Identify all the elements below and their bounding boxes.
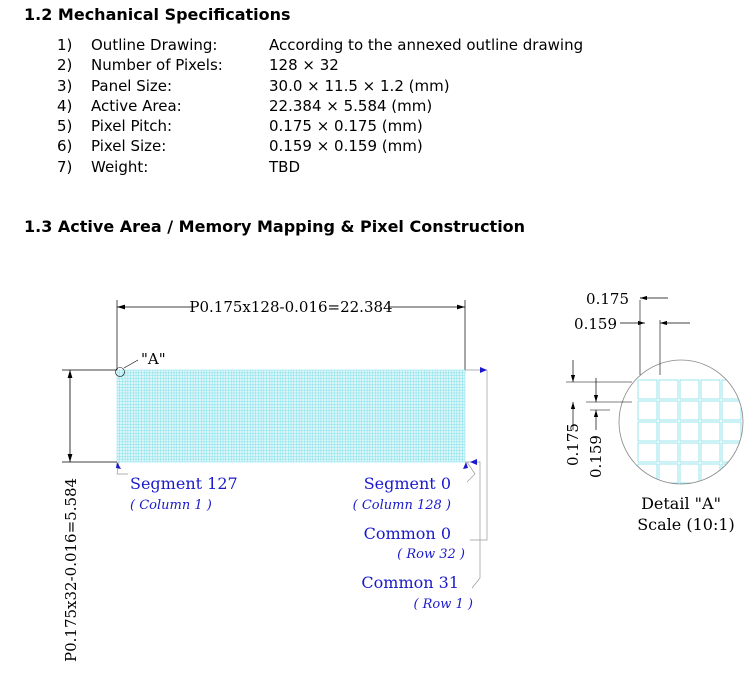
detail-pixel [679,400,700,421]
detail-pixel [700,442,721,463]
detail-magnified-pixels [637,379,743,504]
detail-scale: Scale (10:1) [637,515,735,534]
detail-pixel [637,379,658,400]
detail-pixel [722,485,741,504]
spec-value: 0.175 × 0.175 (mm) [269,117,423,136]
common-31-arrowhead [470,459,477,465]
spec-num: 1) [57,36,73,54]
pixel-grid-lines [116,369,466,463]
spec-label: Pixel Pitch: [91,117,173,136]
detail-size-side-label: 0.159 [587,435,605,478]
detail-pitch-top-label: 0.175 [586,290,629,308]
detail-pixel [658,463,679,484]
segment-0-label: Segment 0 [364,474,451,493]
spec-value: TBD [269,157,301,176]
segment-0-sublabel: ( Column 128 ) [353,498,451,513]
segment-127-arrowhead [116,462,121,469]
spec-label: Outline Drawing: [91,36,218,54]
detail-pixel [721,379,742,400]
detail-a-label: "A" [141,350,166,368]
detail-pixel [637,463,658,484]
spec-label: Pixel Size: [91,137,167,156]
spec-label: Active Area: [91,96,182,115]
detail-pixel [658,442,679,463]
common-0-arrowhead [480,367,487,373]
spec-value: 128 × 32 [269,56,339,75]
spec-num: 5) [57,117,73,136]
spec-num: 2) [57,56,73,75]
width-dimension: P0.175x128-0.016=22.384 [189,298,392,316]
detail-a-leader [123,359,139,369]
common-31-pointer [465,461,481,589]
detail-pixel [658,421,679,442]
common-0-label: Common 0 [364,524,451,543]
detail-pixel [721,421,742,442]
detail-circle [618,359,744,485]
spec-label: Number of Pixels: [91,56,223,75]
detail-pixel [700,379,721,400]
pixel-grid [116,369,466,463]
spec-num: 6) [57,137,73,156]
detail-pixel [700,463,721,484]
spec-value: 30.0 × 11.5 × 1.2 (mm) [269,76,450,95]
spec-value: According to the annexed outline drawing [269,36,584,54]
detail-pixel [637,442,658,463]
common-0-pointer [465,369,488,541]
detail-pixel [721,463,742,484]
detail-pixel [679,421,700,442]
detail-size-top-label: 0.159 [574,315,617,333]
detail-pixel [679,442,700,463]
segment-127-label: Segment 127 [130,474,238,493]
spec-value: 22.384 × 5.584 (mm) [269,96,433,115]
segment-0-pointer [466,461,476,483]
detail-pixel [658,400,679,421]
detail-title: Detail "A" [641,494,721,513]
common-31-sublabel: ( Row 1 ) [413,597,473,612]
common-0-sublabel: ( Row 32 ) [397,547,465,562]
spec-value: 0.159 × 0.159 (mm) [269,137,423,156]
detail-pixel [679,463,700,484]
detail-pixel [637,421,658,442]
detail-pixel [679,379,700,400]
detail-pitch-side-label: 0.175 [564,423,582,466]
spec-num: 7) [57,157,73,176]
spec-num: 3) [57,76,73,95]
spec-label: Weight: [91,157,149,176]
detail-pixel [700,400,721,421]
height-dimension: P0.175x32-0.016=5.584 [62,478,80,662]
common-31-label: Common 31 [361,573,459,592]
section-1-3-heading: 1.3 Active Area / Memory Mapping & Pixel… [24,217,526,236]
section-1-2-heading: 1.2 Mechanical Specifications [24,5,291,24]
detail-a-marker [115,367,125,377]
segment-127-sublabel: ( Column 1 ) [130,498,212,513]
segment-0-arrowhead [463,462,468,469]
spec-label: Panel Size: [91,76,173,95]
detail-pixel [637,400,658,421]
spec-num: 4) [57,96,73,115]
detail-pixel [658,379,679,400]
detail-pixel [721,400,742,421]
detail-pixel [700,421,721,442]
